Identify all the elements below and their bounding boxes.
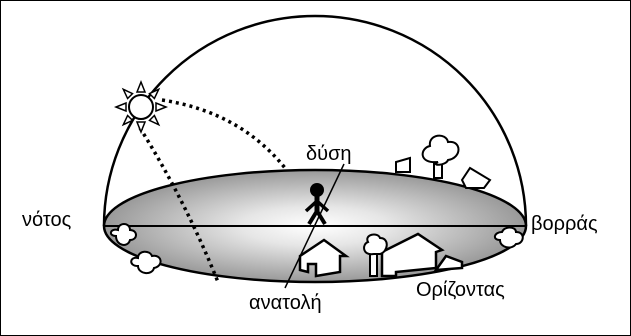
sun-path-lower [138, 127, 220, 283]
sun-path-upper [161, 98, 287, 170]
house-icon [298, 232, 464, 278]
tree-icon [421, 134, 460, 179]
east-west-line [284, 163, 345, 289]
bush-icon [110, 223, 524, 274]
horizon-label: Ορίζοντας [416, 279, 505, 301]
north-label: βορράς [531, 213, 598, 235]
person-icon [304, 183, 330, 226]
tree-icon [363, 233, 388, 277]
sky-dome [102, 14, 528, 227]
house-icon [395, 156, 492, 189]
west-label: δύση [306, 143, 352, 165]
south-label: νότος [22, 209, 72, 231]
sun-icon [113, 79, 169, 135]
east-label: ανατολή [249, 292, 322, 314]
